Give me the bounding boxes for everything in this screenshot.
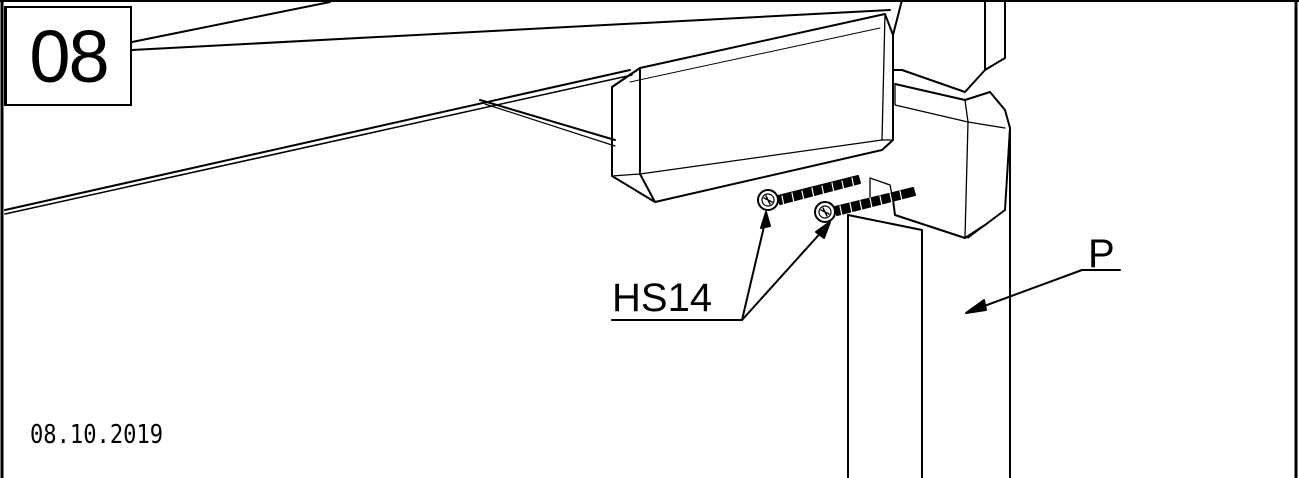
rail-beam: [4, 1, 891, 215]
wooden-block: [611, 13, 894, 203]
screw-icon: [814, 187, 916, 223]
post: [847, 0, 1011, 478]
drawing-date: 08.10.2019: [30, 420, 164, 450]
step-number-box: 08: [4, 6, 132, 106]
screw-icon: [757, 175, 861, 211]
arrow-icon: [965, 269, 1121, 314]
screw-callout-label: HS14: [612, 276, 713, 320]
step-number: 08: [29, 14, 109, 98]
panel-callout-label: P: [1088, 232, 1115, 276]
arrow-icon: [611, 211, 831, 321]
